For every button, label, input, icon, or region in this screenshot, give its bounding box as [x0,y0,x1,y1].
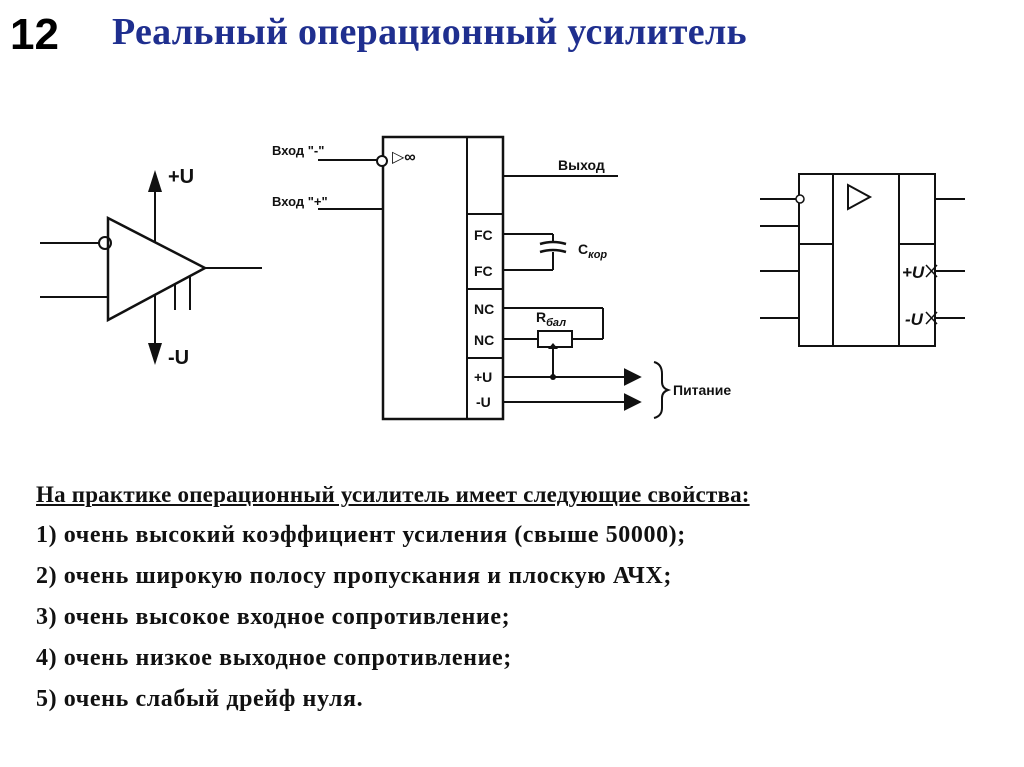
pin-plus-u: +U [474,369,492,385]
inverting-input-label: Вход "-" [272,143,324,158]
property-item-4: 4) очень низкое выходное сопротивление; [36,645,512,671]
capacitor-subscript: кор [588,249,607,261]
triangle-body [106,215,208,323]
resistor-label: Rбал [536,309,566,329]
opamp-triangle-symbol [40,170,262,365]
capacitor-label: Скор [578,241,607,261]
inverting-input-bubble [376,155,388,167]
pin-nc-2: NC [474,332,494,348]
plus-supply-arrow [148,170,162,192]
amplifier-mark: ▷∞ [392,149,416,166]
noninverting-input-label: Вход "+" [272,194,328,209]
pin-minus-u: -U [476,394,491,410]
block-body [381,135,505,421]
supply-label: Питание [673,382,731,398]
property-item-1: 1) очень высокий коэффициент усиления (с… [36,522,686,548]
pin-nc-1: NC [474,301,494,317]
property-item-5: 5) очень слабый дрейф нуля. [36,686,364,712]
capacitor-letter: С [578,241,588,257]
output-label: Выход [558,157,605,173]
resistor-subscript: бал [546,317,566,329]
properties-heading: На практике операционный усилитель имеет… [36,482,750,507]
pin-fc-1: FC [474,227,493,243]
capacitor-plate-top [539,240,567,246]
rect-symbol-triangle [847,183,873,211]
property-item-2: 2) очень широкую полосу пропускания и пл… [36,563,672,589]
rect-symbol-body [798,173,936,347]
right-minus-u-label: -U [905,310,924,329]
balance-resistor [537,330,573,348]
supply-brace [653,361,672,419]
opamp-rect-symbol [760,173,965,347]
minus-supply-arrow [148,343,162,365]
left-minus-u-label: -U [168,347,189,369]
resistor-letter: R [536,309,546,325]
slide-number: 12 [10,10,59,59]
right-plus-u-label: +U [902,263,925,282]
capacitor-plate-bottom [539,248,567,254]
slide-title: Реальный операционный усилитель [112,11,747,53]
opamp-block-diagram [318,135,672,421]
properties-section: На практике операционный усилитель имеет… [36,474,1016,720]
property-item-3: 3) очень высокое входное сопротивление; [36,604,511,630]
pin-fc-2: FC [474,263,493,279]
left-plus-u-label: +U [168,166,194,188]
